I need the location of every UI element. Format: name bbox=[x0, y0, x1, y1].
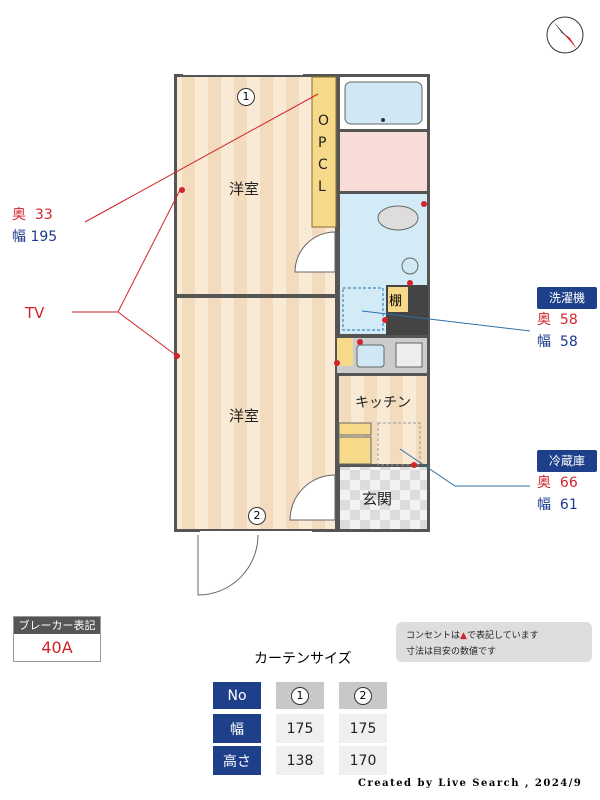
curtain-width-2: 175 bbox=[339, 714, 387, 743]
depth-value: 33 bbox=[34, 207, 53, 223]
entrance bbox=[340, 467, 427, 529]
washer-space bbox=[342, 287, 384, 331]
curtain-width-1: 175 bbox=[276, 714, 324, 743]
window-number-1: 1 bbox=[237, 88, 255, 106]
door-western-1 bbox=[294, 231, 336, 273]
curtain-height-1: 138 bbox=[276, 746, 324, 775]
washer-depth: 58 bbox=[559, 312, 578, 328]
curtain-height-2: 170 bbox=[339, 746, 387, 775]
credit: Created by Live Search , 2024/9 bbox=[358, 778, 583, 789]
curtain-no-2: 2 bbox=[354, 686, 372, 705]
kitchen-label: キッチン bbox=[355, 395, 411, 411]
fridge-depth: 66 bbox=[559, 475, 578, 491]
shelf-label: 棚 bbox=[389, 294, 403, 309]
header-no: No bbox=[213, 682, 261, 709]
curtain-title: カーテンサイズ bbox=[254, 651, 352, 667]
sink bbox=[401, 257, 419, 275]
depth-label: 奥 bbox=[12, 207, 26, 223]
notes-line2: 寸法は目安の数値です bbox=[406, 647, 497, 657]
curtain-no-1: 1 bbox=[291, 686, 309, 705]
outlet-marker-icon: ▲ bbox=[460, 631, 467, 641]
breaker-box: ブレーカー表記 40A bbox=[13, 616, 101, 662]
washroom bbox=[340, 132, 427, 191]
breaker-title: ブレーカー表記 bbox=[14, 617, 100, 634]
entrance-label: 玄関 bbox=[362, 490, 393, 508]
washer-width: 58 bbox=[559, 334, 578, 350]
window-number-2: 2 bbox=[248, 507, 266, 525]
toilet bbox=[377, 205, 419, 231]
width-label: 幅 bbox=[12, 229, 26, 245]
door-western-2 bbox=[289, 474, 336, 521]
fridge-title: 冷蔵庫 bbox=[537, 450, 597, 472]
header-height: 高さ bbox=[213, 746, 261, 775]
room-label-western-1: 洋室 bbox=[229, 180, 260, 198]
shelf-1 bbox=[388, 287, 408, 312]
room-label-western-2: 洋室 bbox=[229, 407, 260, 425]
header-width: 幅 bbox=[213, 714, 261, 743]
breaker-value: 40A bbox=[41, 638, 73, 657]
width-value: 195 bbox=[30, 229, 58, 245]
washer-info: 洗濯機 奥 58 幅 58 bbox=[537, 287, 597, 353]
washer-title: 洗濯機 bbox=[537, 287, 597, 309]
bathtub bbox=[344, 81, 423, 125]
fridge-space bbox=[377, 422, 421, 466]
notes-box: コンセントは▲で表記しています 寸法は目安の数値です bbox=[396, 622, 592, 662]
front-door bbox=[197, 534, 259, 596]
tv-label: TV bbox=[25, 304, 45, 322]
closet bbox=[311, 76, 337, 228]
closet-dimensions: 奥 33 幅 195 bbox=[12, 204, 57, 248]
fridge-width: 61 bbox=[559, 497, 578, 513]
fridge-info: 冷蔵庫 奥 66 幅 61 bbox=[537, 450, 597, 516]
compass-icon bbox=[546, 16, 584, 54]
closet-label: OPCL bbox=[318, 113, 330, 195]
